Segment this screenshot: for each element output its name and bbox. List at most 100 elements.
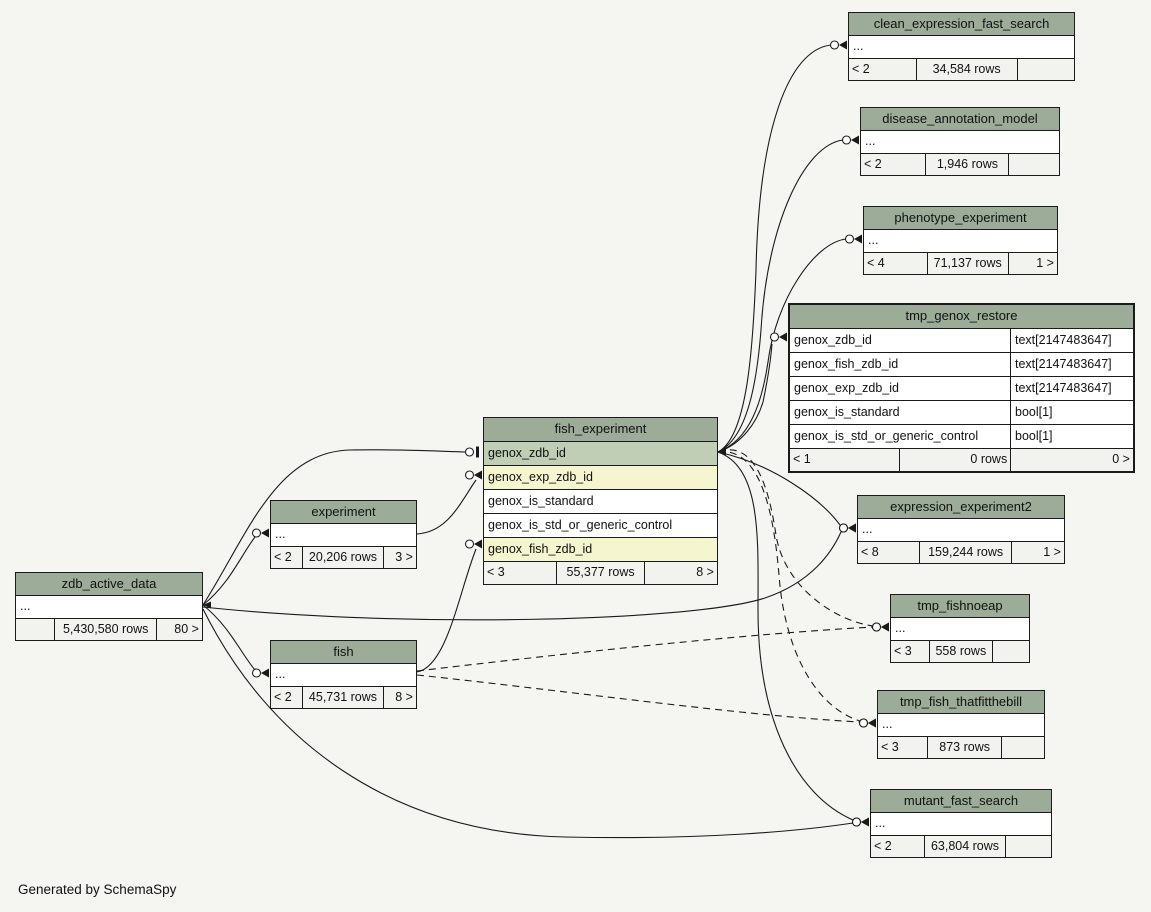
row-count: 20,206 rows — [303, 547, 385, 568]
column-name: ... — [862, 522, 873, 536]
table-tmp_fish_thatfitthebill[interactable]: tmp_fish_thatfitthebill ... < 3 873 rows — [877, 690, 1045, 759]
column-name: genox_is_std_or_generic_control — [794, 429, 979, 443]
table-clean_expression_fast_search[interactable]: clean_expression_fast_search ... < 2 34,… — [848, 12, 1075, 81]
column-ellipsis: ... — [871, 813, 1051, 836]
parents-count: < 1 — [790, 449, 900, 471]
table-footer: < 3 55,377 rows 8 > — [484, 562, 717, 584]
parents-count — [16, 619, 56, 640]
column-genox_is_standard: genox_is_standard — [484, 490, 717, 514]
column-name: genox_is_standard — [488, 494, 594, 508]
table-fish_experiment[interactable]: fish_experiment genox_zdb_id genox_exp_zd… — [483, 417, 718, 585]
table-columns: ... — [891, 618, 1029, 641]
table-columns: ... — [871, 813, 1051, 836]
column-name: genox_fish_zdb_id — [488, 542, 593, 556]
parents-count: < 2 — [849, 59, 917, 80]
column-ellipsis: ... — [864, 230, 1057, 253]
table-disease_annotation_model[interactable]: disease_annotation_model ... < 2 1,946 r… — [860, 107, 1060, 176]
column-name: ... — [875, 816, 886, 830]
table-footer: < 4 71,137 rows 1 > — [864, 253, 1057, 274]
edge-zdb_active_data-to-mutant_fast_search — [202, 608, 854, 839]
edge-zdb_active_data-to-fish — [202, 604, 256, 671]
column-genox_zdb_id: genox_zdb_id text[2147483647] — [790, 329, 1133, 353]
table-title[interactable]: clean_expression_fast_search — [849, 13, 1074, 36]
column-name: ... — [882, 717, 893, 731]
column-ellipsis: ... — [271, 524, 416, 547]
table-footer: < 3 873 rows — [878, 737, 1044, 758]
table-title[interactable]: phenotype_experiment — [864, 207, 1057, 230]
column-name: genox_exp_zdb_id — [488, 470, 593, 484]
children-count — [1006, 836, 1051, 857]
table-fish[interactable]: fish ... < 2 45,731 rows 8 > — [270, 640, 417, 709]
edge-zdb_active_data-to-expression_experiment2 — [202, 531, 842, 621]
table-phenotype_experiment[interactable]: phenotype_experiment ... < 4 71,137 rows… — [863, 206, 1058, 275]
children-count — [1009, 154, 1059, 175]
column-ellipsis: ... — [16, 596, 202, 619]
column-ellipsis: ... — [878, 714, 1044, 737]
row-count: 5,430,580 rows — [55, 619, 158, 640]
table-footer: < 2 1,946 rows — [861, 154, 1059, 175]
table-title[interactable]: tmp_fishnoeap — [891, 595, 1029, 618]
column-type: bool[1] — [1010, 401, 1133, 424]
schemaspy-watermark: Generated by SchemaSpy — [18, 882, 177, 897]
column-ellipsis: ... — [891, 618, 1029, 641]
edge-zdb_active_data-to-fish_experiment.genox_zdb_id — [202, 449, 467, 606]
row-count: 71,137 rows — [928, 253, 1009, 274]
table-columns: ... — [271, 524, 416, 547]
table-columns: ... — [271, 664, 416, 687]
parents-count: < 3 — [891, 641, 930, 662]
table-footer: < 2 34,584 rows — [849, 59, 1074, 80]
table-title[interactable]: mutant_fast_search — [871, 790, 1051, 813]
row-count: 34,584 rows — [917, 59, 1018, 80]
parents-count: < 2 — [861, 154, 927, 175]
table-title[interactable]: tmp_fish_thatfitthebill — [878, 691, 1044, 714]
edge-fish-to-tmp_fish_thatfitthebill — [416, 674, 861, 723]
edge-fish_experiment.genox_zdb_id-to-clean_expression_fast_search — [717, 44, 832, 453]
table-footer: < 2 45,731 rows 8 > — [271, 687, 416, 708]
table-title[interactable]: experiment — [271, 501, 416, 524]
table-experiment[interactable]: experiment ... < 2 20,206 rows 3 > — [270, 500, 417, 569]
table-footer: 5,430,580 rows 80 > — [16, 619, 202, 640]
column-name: genox_fish_zdb_id — [794, 357, 899, 371]
table-columns: ... — [878, 714, 1044, 737]
table-columns: ... — [861, 131, 1059, 154]
edge-fish_experiment.genox_zdb_id-to-tmp_genox_restore.genox_zdb_id — [717, 343, 773, 453]
table-title[interactable]: tmp_genox_restore — [790, 305, 1133, 329]
column-genox_exp_zdb_id: genox_exp_zdb_id — [484, 466, 717, 490]
column-name: ... — [275, 527, 286, 541]
column-genox_zdb_id: genox_zdb_id — [484, 442, 717, 466]
column-type: text[2147483647] — [1010, 377, 1133, 400]
children-count: 80 > — [174, 622, 199, 636]
table-tmp_fishnoeap[interactable]: tmp_fishnoeap ... < 3 558 rows — [890, 594, 1030, 663]
table-tmp_genox_restore[interactable]: tmp_genox_restore genox_zdb_id text[21474… — [788, 303, 1135, 473]
column-name: genox_is_standard — [794, 405, 900, 419]
edge-fish_experiment.genox_zdb_id-to-mutant_fast_search — [717, 451, 854, 821]
column-name: ... — [895, 621, 906, 635]
column-name: ... — [865, 134, 876, 148]
table-footer: < 2 63,804 rows — [871, 836, 1051, 857]
column-name: genox_zdb_id — [794, 333, 872, 347]
parents-count: < 2 — [271, 547, 303, 568]
column-name: genox_zdb_id — [488, 446, 566, 460]
table-title[interactable]: zdb_active_data — [16, 573, 202, 596]
table-columns: ... — [849, 36, 1074, 59]
row-count: 45,731 rows — [303, 687, 385, 708]
row-count: 63,804 rows — [925, 836, 1006, 857]
parents-count: < 2 — [871, 836, 925, 857]
table-columns: genox_zdb_id genox_exp_zdb_id genox_is_sta… — [484, 442, 717, 562]
row-count: 55,377 rows — [557, 562, 645, 584]
table-title[interactable]: expression_experiment2 — [858, 496, 1064, 519]
edge-fish_experiment.genox_zdb_id-to-phenotype_experiment — [717, 238, 847, 453]
table-title[interactable]: fish_experiment — [484, 418, 717, 442]
table-mutant_fast_search[interactable]: mutant_fast_search ... < 2 63,804 rows — [870, 789, 1052, 858]
table-zdb_active_data[interactable]: zdb_active_data ... 5,430,580 rows 80 > — [15, 572, 203, 641]
table-title[interactable]: disease_annotation_model — [861, 108, 1059, 131]
table-expression_experiment2[interactable]: expression_experiment2 ... < 8 159,244 r… — [857, 495, 1065, 564]
row-count: 1,946 rows — [926, 154, 1010, 175]
column-name: genox_is_std_or_generic_control — [488, 518, 673, 532]
parents-count: < 2 — [271, 687, 303, 708]
table-title[interactable]: fish — [271, 641, 416, 664]
column-name: ... — [20, 599, 31, 613]
column-type: text[2147483647] — [1010, 329, 1133, 352]
children-count: 0 > — [1112, 452, 1130, 466]
